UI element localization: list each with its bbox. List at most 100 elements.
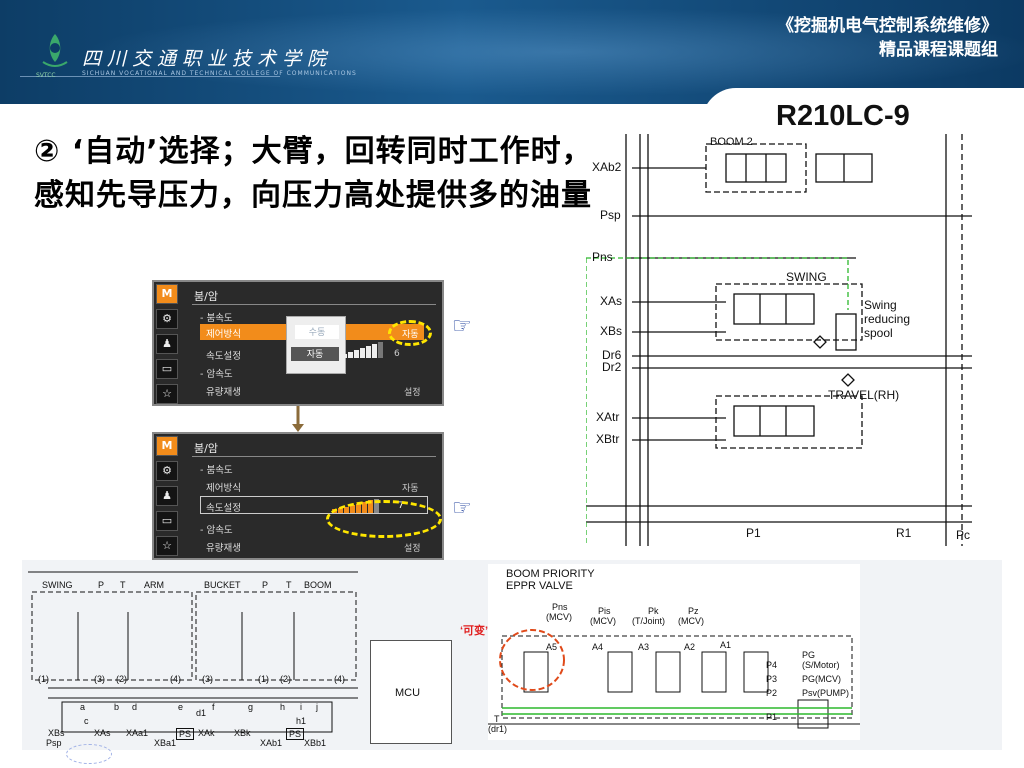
num-1b: (1) bbox=[258, 674, 269, 684]
settings-icon[interactable]: ⚙ bbox=[156, 309, 178, 329]
flow-regen-label: 유량재생 bbox=[206, 543, 241, 554]
popup-option-auto[interactable]: 자동 bbox=[291, 347, 339, 361]
course-title: 《挖掘机电气控制系统维修》 bbox=[777, 16, 998, 36]
port-xas: XAs bbox=[600, 294, 623, 308]
desc-pg-mcv: PG(MCV) bbox=[802, 674, 841, 684]
logo-text: SVTCC bbox=[36, 72, 56, 79]
port-dr2: Dr2 bbox=[602, 360, 622, 374]
screen2-divider bbox=[192, 456, 436, 457]
port-p4: P4 bbox=[766, 660, 778, 670]
valve-a5: A5 bbox=[546, 642, 558, 652]
valve-a2: A2 bbox=[684, 642, 696, 652]
model-tab bbox=[702, 88, 1024, 136]
valve-a3: A3 bbox=[638, 642, 650, 652]
col-pis: Pis bbox=[598, 606, 611, 616]
desc-s-motor: (S/Motor) bbox=[802, 660, 840, 670]
num-3b: (3) bbox=[202, 674, 213, 684]
port-pns: Pns bbox=[592, 250, 613, 264]
ps-highlight-ellipse bbox=[66, 744, 112, 764]
port-p1: P1 bbox=[766, 712, 778, 722]
speed-setting-value: 6 bbox=[394, 349, 400, 359]
label-pc: Pc bbox=[956, 528, 971, 542]
settings-icon[interactable]: ⚙ bbox=[156, 461, 178, 481]
highlight-ellipse-1 bbox=[388, 320, 432, 346]
pointing-hand-icon: ☞ bbox=[452, 314, 472, 339]
display-screen-2: M ⚙ ♟ ▭ ☆ 붐/암 - 붐속도 제어방식 자동 속도설정 7 - 암속도… bbox=[152, 432, 444, 560]
desc-pg: PG bbox=[802, 650, 816, 660]
letter-h1: h1 bbox=[296, 716, 307, 726]
pointing-hand-icon: ☞ bbox=[452, 496, 472, 521]
header-glow bbox=[0, 0, 1024, 104]
port-xas-bl: XAs bbox=[94, 728, 111, 738]
control-mode-label: 제어방식 bbox=[206, 483, 241, 494]
header-banner bbox=[0, 0, 1024, 104]
group-t2: T bbox=[286, 580, 292, 590]
col-pis-sub: (MCV) bbox=[590, 616, 616, 626]
popup-option-manual[interactable]: 수동 bbox=[295, 325, 339, 339]
letter-d1: d1 bbox=[196, 708, 207, 718]
speed-setting-row[interactable] bbox=[200, 496, 428, 514]
eppr-title-1: BOOM PRIORITY bbox=[506, 568, 595, 580]
mcv-schematic: XAb2 Psp Pns XAs XBs Dr6 Dr2 XAtr XBtr B… bbox=[586, 134, 972, 546]
screen1-sidebar: M ⚙ ♟ ▭ ☆ bbox=[156, 284, 182, 404]
num-3: (3) bbox=[94, 674, 105, 684]
group-swing: SWING bbox=[42, 580, 73, 590]
screen1-divider bbox=[192, 304, 436, 305]
menu-m-icon[interactable]: M bbox=[156, 284, 178, 304]
course-subtitle: 精品课程课题组 bbox=[879, 40, 998, 60]
col-pk-sub: (T/Joint) bbox=[632, 616, 666, 626]
port-xab1: XAb1 bbox=[260, 738, 283, 748]
eppr-schematic: BOOM PRIORITY EPPR VALVE ‘可变’ Pns (MCV) … bbox=[460, 564, 860, 740]
port-xbb1: XBb1 bbox=[304, 738, 327, 748]
joystick-schematic: SWING P T ARM BUCKET P T BOOM (1) (3) (2… bbox=[28, 562, 362, 764]
user-icon[interactable]: ♟ bbox=[156, 486, 178, 506]
tank-sub-label: (dr1) bbox=[488, 724, 508, 734]
col-pz-sub: (MCV) bbox=[678, 616, 704, 626]
letter-g: g bbox=[248, 702, 254, 712]
down-arrow-icon bbox=[292, 406, 304, 432]
group-t: T bbox=[120, 580, 126, 590]
port-dr6: Dr6 bbox=[602, 348, 622, 362]
col-pk: Pk bbox=[648, 606, 659, 616]
mode-popup: 수동 자동 bbox=[286, 316, 346, 374]
pressure-switch-2: PS bbox=[286, 728, 305, 740]
control-mode-label: 제어방식 bbox=[206, 329, 241, 340]
monitor-icon[interactable]: ▭ bbox=[156, 511, 178, 531]
col-pns: Pns bbox=[552, 602, 568, 612]
college-logo-icon bbox=[42, 34, 68, 67]
group-p: P bbox=[98, 580, 105, 590]
col-pz: Pz bbox=[688, 606, 699, 616]
num-1: (1) bbox=[38, 674, 49, 684]
course-title-block: 《挖掘机电气控制系统维修》 精品课程课题组 bbox=[777, 14, 998, 62]
speed-setting-label: 속도설정 bbox=[206, 503, 241, 514]
monitor-icon[interactable]: ▭ bbox=[156, 359, 178, 379]
school-name-en: SICHUAN VOCATIONAL AND TECHNICAL COLLEGE… bbox=[82, 70, 357, 77]
arm-speed-group: - 암속도 bbox=[200, 525, 233, 536]
letter-h: h bbox=[280, 702, 286, 712]
label-p1: P1 bbox=[746, 526, 761, 540]
letter-b: b bbox=[114, 702, 120, 712]
group-p2: P bbox=[262, 580, 269, 590]
num-4b: (4) bbox=[334, 674, 345, 684]
mcu-label: MCU bbox=[395, 687, 421, 699]
num-4: (4) bbox=[170, 674, 181, 684]
label-swing-reducing-1: Swing bbox=[864, 298, 897, 312]
port-p3: P3 bbox=[766, 674, 778, 684]
arm-speed-group: - 암속도 bbox=[200, 369, 233, 380]
screen2-header: 붐/암 bbox=[194, 442, 218, 455]
favorite-icon[interactable]: ☆ bbox=[156, 384, 178, 404]
letter-a: a bbox=[80, 702, 86, 712]
menu-m-icon[interactable]: M bbox=[156, 436, 178, 456]
mcu-box: MCU bbox=[370, 640, 452, 744]
eppr-schematic-lines bbox=[488, 629, 860, 729]
header-rule bbox=[20, 76, 280, 77]
speed-level-bars bbox=[342, 342, 383, 358]
screen1-header: 붐/암 bbox=[194, 290, 218, 303]
user-icon[interactable]: ♟ bbox=[156, 334, 178, 354]
pressure-switch-1: PS bbox=[176, 728, 195, 740]
mcv-schematic-lines bbox=[586, 134, 972, 546]
favorite-icon[interactable]: ☆ bbox=[156, 536, 178, 556]
variable-label: ‘可变’ bbox=[460, 625, 489, 637]
group-arm: ARM bbox=[144, 580, 164, 590]
school-name: 四川交通职业技术学院 bbox=[82, 48, 333, 70]
